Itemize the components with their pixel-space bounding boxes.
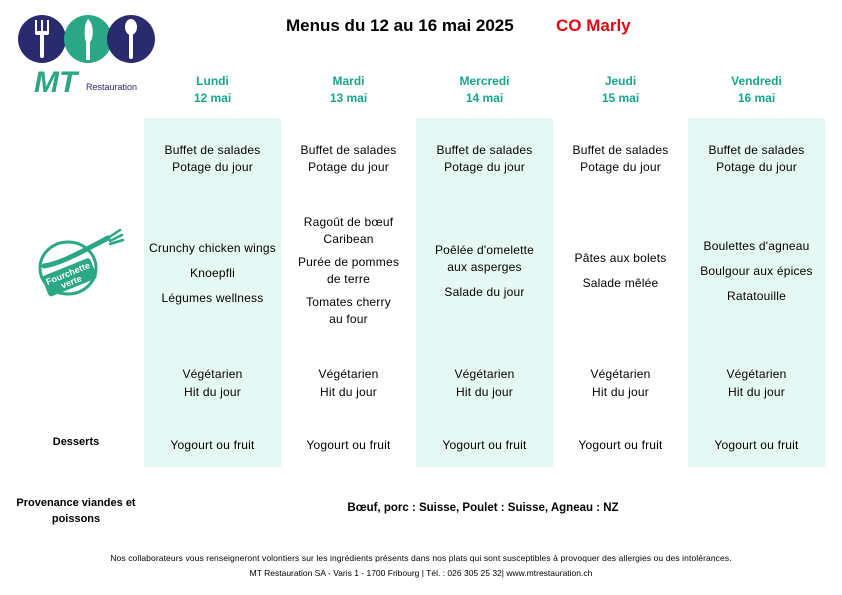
- dish-line: Tomates cherry: [306, 295, 391, 309]
- dish-line: Boulgour aux épices: [700, 264, 813, 278]
- dish-line: Salade du jour: [444, 285, 525, 299]
- dish-line: au four: [329, 312, 368, 326]
- entree-item: Potage du jour: [308, 159, 389, 174]
- veg-item: Végétarien: [590, 367, 651, 381]
- menu-title: Menus du 12 au 16 mai 2025: [286, 16, 514, 35]
- entree-item: Buffet de salades: [164, 143, 261, 157]
- veg-item: Hit du jour: [728, 384, 785, 399]
- day-date: 15 mai: [601, 91, 640, 105]
- dish-line: aux asperges: [447, 260, 522, 274]
- dessert-wednesday: Yogourt ou fruit: [442, 438, 527, 452]
- provenance-label: Provenance viandes et poissons: [0, 496, 152, 527]
- fourchette-verte-logo: Fourchette verte: [30, 226, 130, 306]
- day-header-thursday: Jeudi 15 mai: [552, 73, 689, 107]
- dish-line: Boulettes d'agneau: [703, 239, 810, 253]
- dessert-monday: Yogourt ou fruit: [170, 438, 255, 452]
- provenance-label-line1: Provenance viandes et: [16, 497, 136, 509]
- dish-line: Crunchy chicken wings: [149, 241, 276, 255]
- day-header-monday: Lundi 12 mai: [144, 73, 281, 107]
- dessert-friday: Yogourt ou fruit: [714, 438, 799, 452]
- desserts-label: Desserts: [52, 436, 100, 448]
- entree-item: Buffet de salades: [708, 143, 805, 157]
- day-date: 14 mai: [465, 91, 504, 105]
- dish-line: Poêlée d'omelette: [434, 243, 535, 257]
- day-name: Mardi: [332, 74, 365, 88]
- allergy-note: Nos collaborateurs vous renseigneront vo…: [110, 553, 732, 563]
- logo-brand-word: Restauration: [86, 82, 137, 92]
- dish-line: de terre: [327, 272, 370, 286]
- entree-item: Potage du jour: [580, 159, 661, 174]
- day-date: 12 mai: [193, 91, 232, 105]
- dessert-thursday: Yogourt ou fruit: [578, 438, 663, 452]
- entree-item: Buffet de salades: [436, 143, 533, 157]
- mt-restauration-logo: MT Restauration: [18, 14, 158, 99]
- day-header-wednesday: Mercredi 14 mai: [416, 73, 553, 107]
- veg-item: Végétarien: [454, 367, 515, 381]
- day-header-friday: Vendredi 16 mai: [688, 73, 825, 107]
- column-bg-wednesday: [416, 118, 553, 467]
- day-name: Mercredi: [459, 74, 510, 88]
- entree-item: Potage du jour: [716, 159, 797, 174]
- dish-line: Caribean: [323, 232, 374, 246]
- dish-line: Knoepfli: [190, 266, 235, 280]
- column-bg-friday: [688, 118, 825, 467]
- logo-brand-mark: MT: [34, 66, 80, 98]
- entree-item: Potage du jour: [444, 159, 525, 174]
- day-date: 13 mai: [329, 91, 368, 105]
- veg-item: Hit du jour: [456, 384, 513, 399]
- dish-line: Légumes wellness: [161, 291, 264, 305]
- dish-line: Purée de pommes: [297, 255, 400, 269]
- veg-item: Végétarien: [726, 367, 787, 381]
- dish-line: Ratatouille: [727, 289, 786, 303]
- dish-line: Pâtes aux bolets: [574, 251, 667, 265]
- veg-item: Hit du jour: [184, 384, 241, 399]
- column-bg-monday: [144, 118, 281, 467]
- entree-item: Buffet de salades: [300, 143, 397, 157]
- dish-line: Ragoût de bœuf: [303, 215, 394, 229]
- provenance-text: Bœuf, porc : Suisse, Poulet : Suisse, Ag…: [347, 502, 619, 514]
- veg-item: Hit du jour: [592, 384, 649, 399]
- day-date: 16 mai: [737, 91, 776, 105]
- day-header-tuesday: Mardi 13 mai: [280, 73, 417, 107]
- veg-item: Végétarien: [182, 367, 243, 381]
- day-name: Lundi: [196, 74, 229, 88]
- day-name: Vendredi: [731, 74, 782, 88]
- day-name: Jeudi: [604, 74, 637, 88]
- provenance-label-line2: poissons: [51, 512, 101, 525]
- entree-item: Potage du jour: [172, 159, 253, 174]
- dessert-tuesday: Yogourt ou fruit: [306, 438, 391, 452]
- contact-line: MT Restauration SA - Varis 1 - 1700 Frib…: [249, 568, 593, 578]
- veg-item: Végétarien: [318, 367, 379, 381]
- veg-item: Hit du jour: [320, 384, 377, 399]
- dish-line: Salade mêlée: [582, 276, 659, 290]
- entree-item: Buffet de salades: [572, 143, 669, 157]
- site-name: CO Marly: [556, 16, 631, 35]
